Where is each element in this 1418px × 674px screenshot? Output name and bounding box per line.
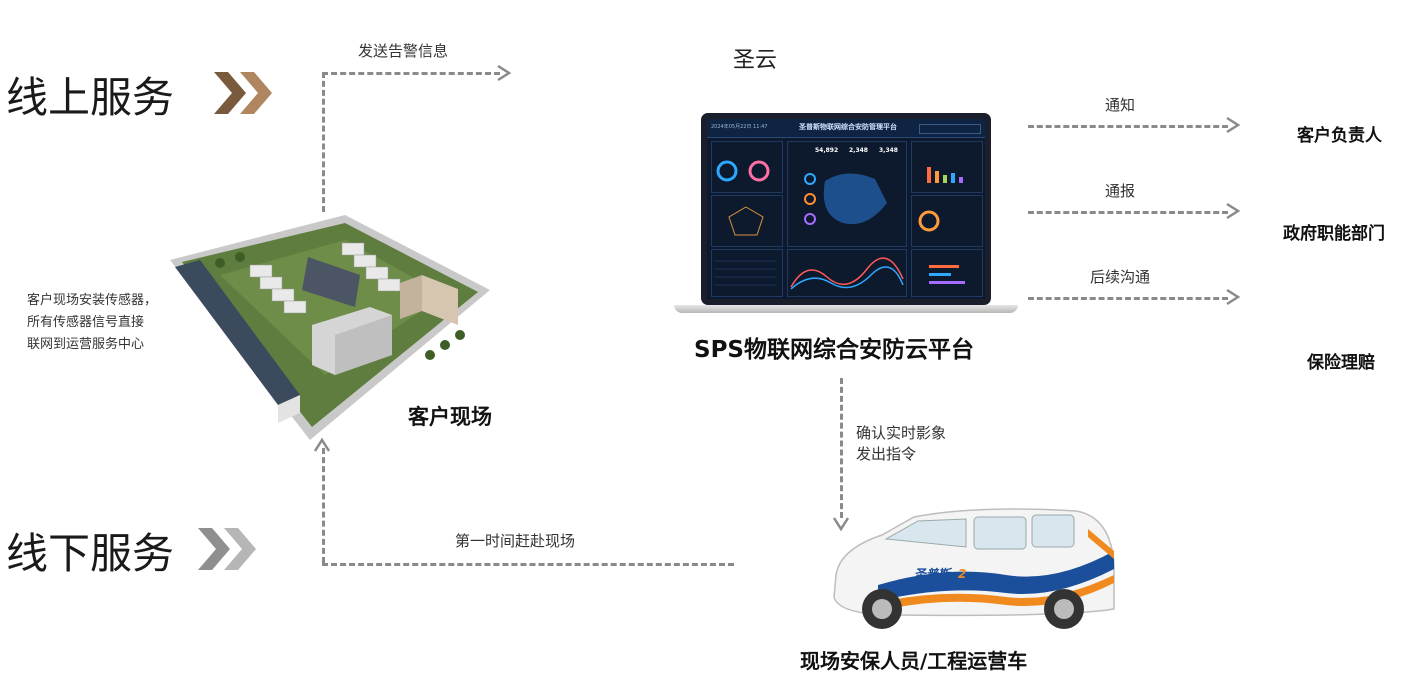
flow-line	[322, 448, 325, 563]
target-government: 政府职能部门	[1283, 224, 1385, 244]
panel	[711, 141, 783, 193]
arrow-right-icon	[497, 64, 512, 82]
flow-line	[322, 72, 325, 212]
notify-label: 通知	[1105, 96, 1136, 114]
cloud-title: 圣云	[733, 48, 778, 73]
arrow-down-icon	[832, 517, 850, 532]
rush-site-label: 第一时间赶赴现场	[455, 532, 576, 550]
flow-line	[1028, 125, 1228, 128]
target-insurance: 保险理赔	[1307, 353, 1375, 373]
report-label: 通报	[1105, 182, 1136, 200]
flow-line	[322, 72, 500, 75]
panel	[911, 249, 983, 297]
chevron-right-icon	[214, 72, 272, 114]
site-title: 客户现场	[408, 404, 492, 429]
arrow-up-icon	[313, 437, 331, 452]
flow-line	[322, 563, 734, 566]
vehicle-title: 现场安保人员/工程运营车	[800, 649, 1028, 673]
flow-line	[840, 378, 843, 518]
customer-site-building-image	[170, 215, 490, 440]
arrow-right-icon	[1226, 116, 1241, 134]
dashboard-date: 2024年05月22日 11:47	[711, 124, 768, 130]
followup-label: 后续沟通	[1090, 268, 1151, 286]
dashboard: 2024年05月22日 11:47 圣普斯物联网综合安防管理平台 54,892 …	[707, 119, 985, 299]
panel	[787, 249, 907, 297]
dashboard-header	[707, 119, 985, 138]
dashboard-stat: 3,348	[879, 147, 898, 154]
dashboard-stat: 54,892	[815, 147, 839, 154]
confirm-label: 确认实时影象 发出指令	[856, 424, 947, 463]
flow-line	[1028, 211, 1228, 214]
panel	[911, 141, 983, 193]
panel	[711, 249, 783, 297]
dashboard-graphics	[715, 160, 965, 290]
panel	[787, 141, 907, 247]
panel	[911, 195, 983, 247]
target-customer-manager: 客户负责人	[1297, 126, 1382, 146]
dashboard-title: 圣普斯物联网综合安防管理平台	[799, 123, 897, 131]
dashboard-alert-box	[919, 124, 981, 134]
service-van-image	[833, 508, 1115, 629]
panel	[711, 195, 783, 247]
chevron-right-icon	[198, 528, 256, 570]
arrow-right-icon	[1226, 288, 1241, 306]
online-service-label: 线上服务	[6, 73, 175, 122]
site-note: 客户现场安装传感器， 所有传感器信号直接 联网到运营服务中心	[27, 293, 158, 352]
platform-title: SPS物联网综合安防云平台	[694, 337, 974, 363]
dashboard-stat: 2,348	[849, 147, 868, 154]
arrow-right-icon	[1226, 202, 1241, 220]
laptop-base	[674, 305, 1018, 313]
send-alarm-label: 发送告警信息	[358, 42, 449, 60]
laptop-screen: 2024年05月22日 11:47 圣普斯物联网综合安防管理平台 54,892 …	[701, 113, 991, 305]
flow-line	[1028, 297, 1228, 300]
offline-service-label: 线下服务	[6, 529, 175, 578]
